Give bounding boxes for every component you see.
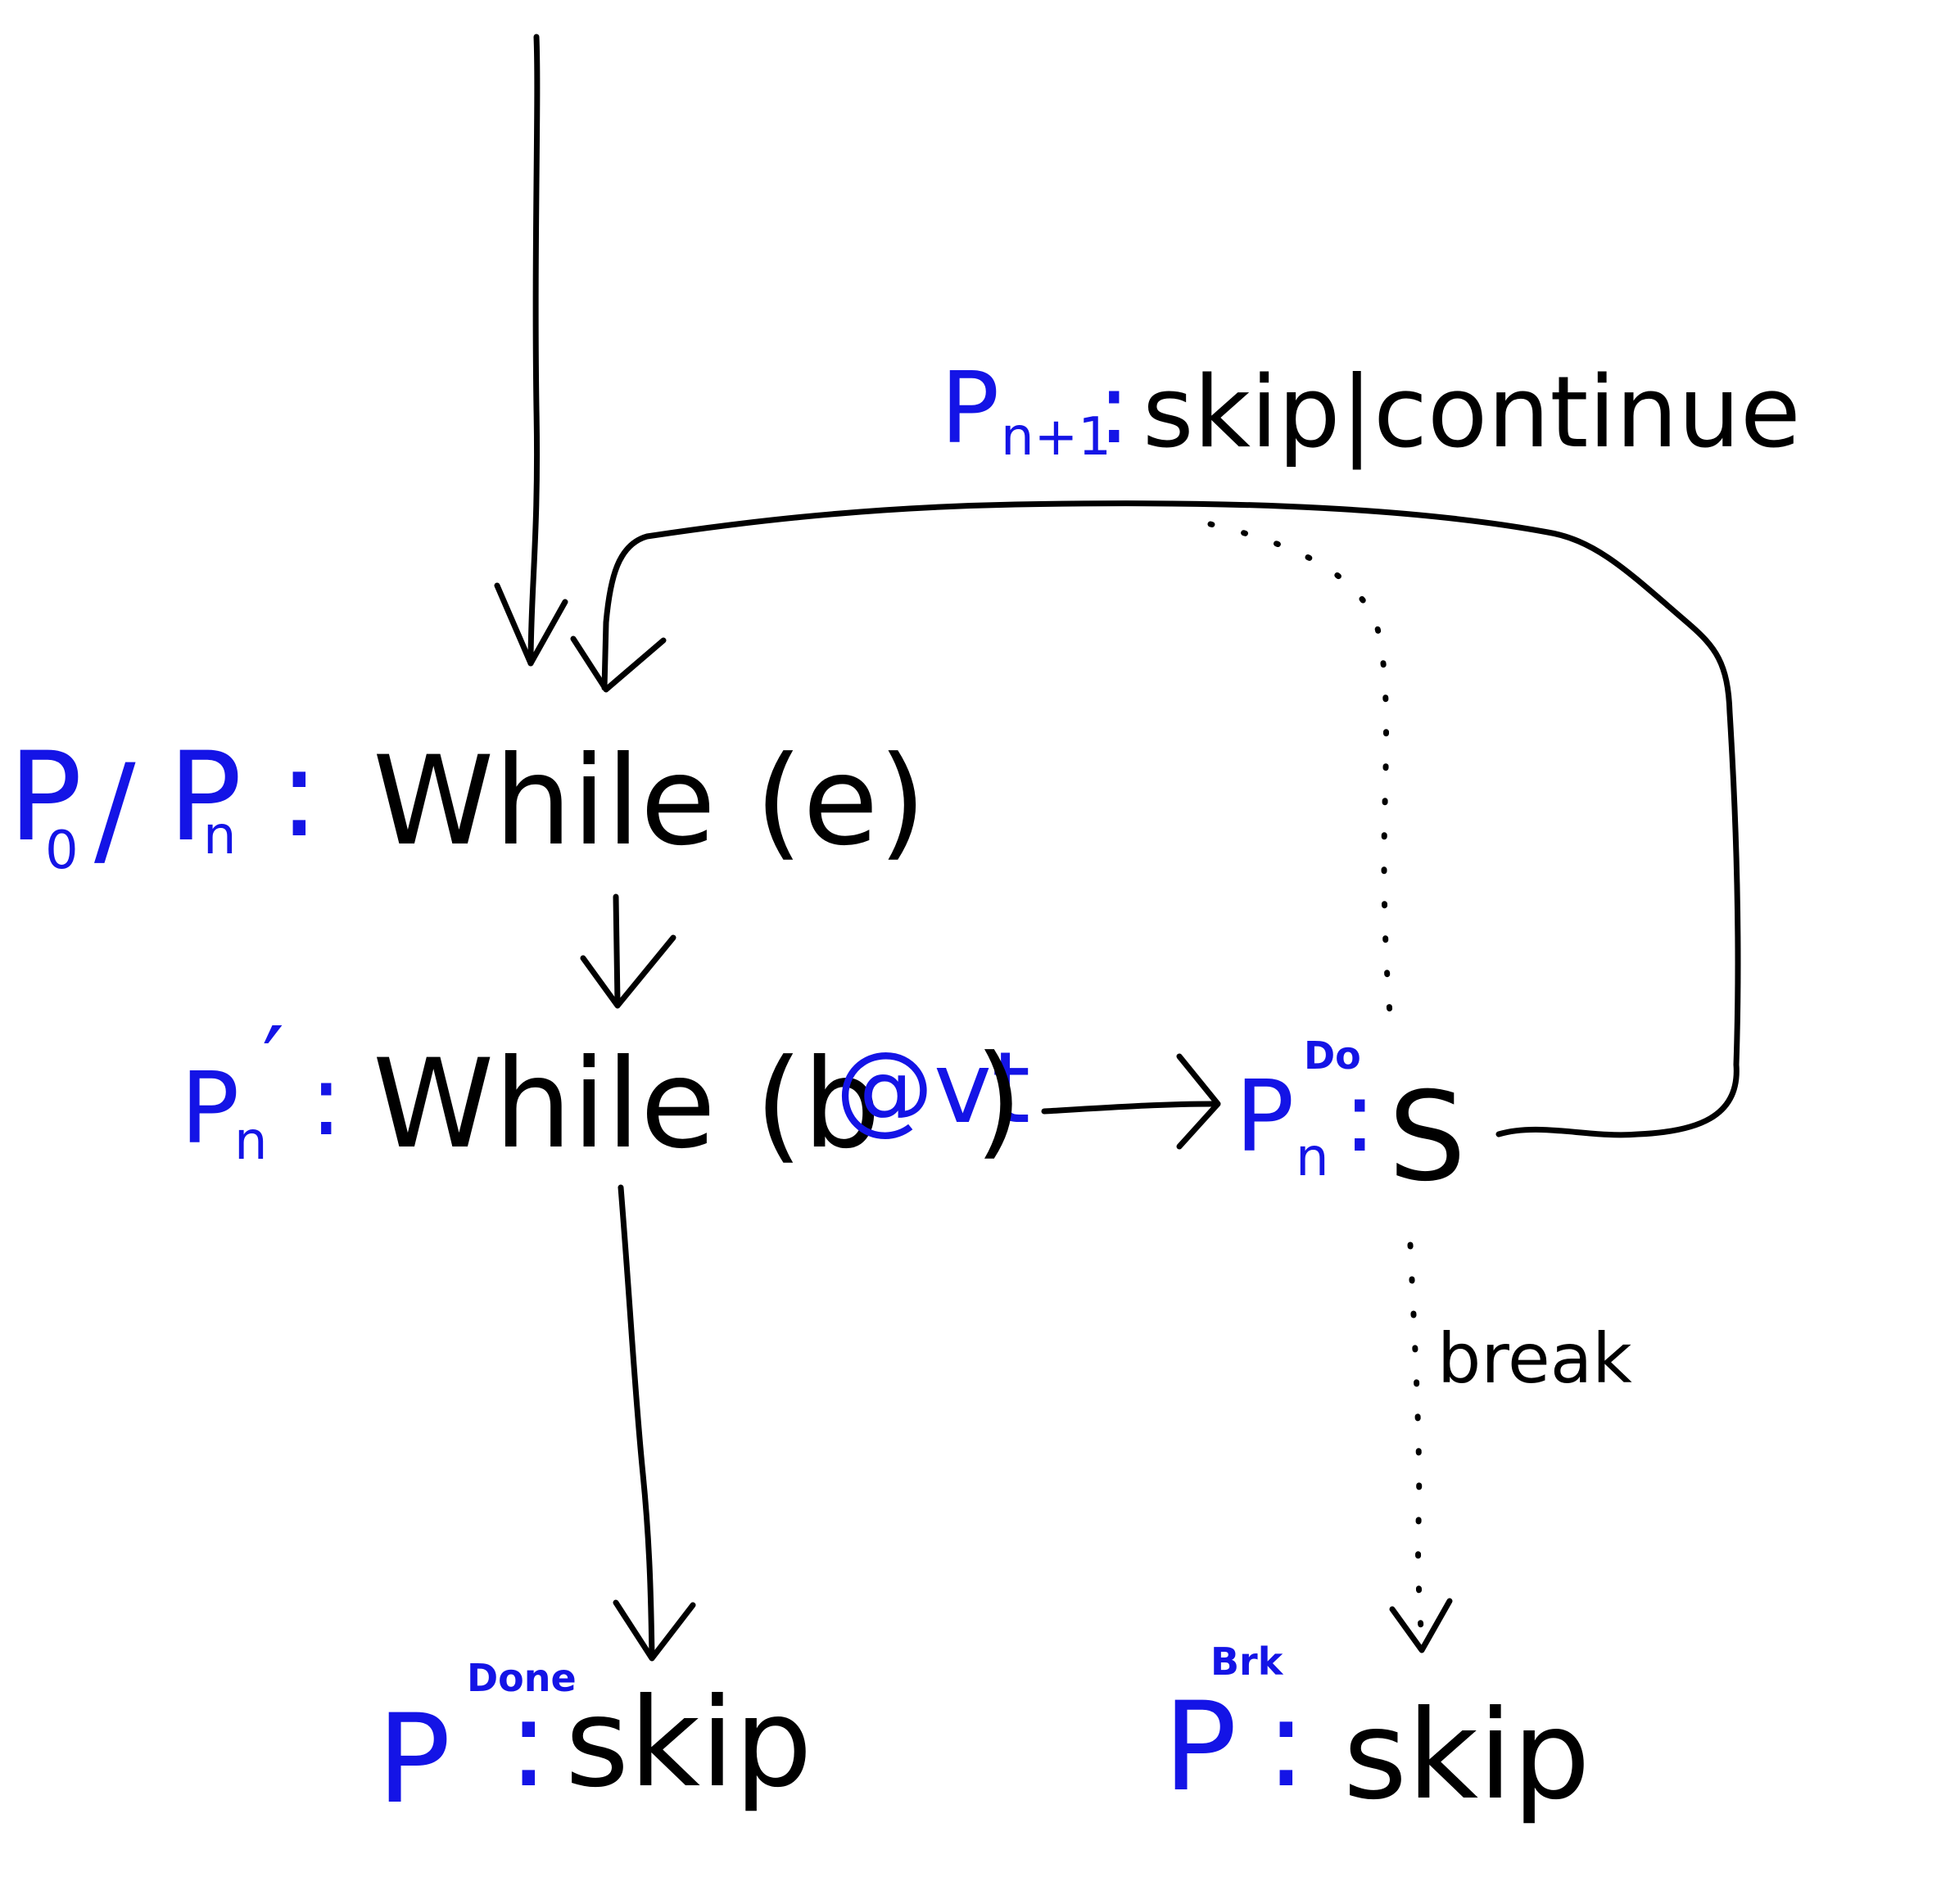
outer-while-slash: / xyxy=(94,739,136,881)
break-edge-label: break xyxy=(1437,1318,1632,1399)
done-node: P Done : skip xyxy=(377,1656,812,1831)
body-node-code: S xyxy=(1388,1066,1466,1209)
continue-node-code: skip|continue xyxy=(1142,356,1801,470)
outer-while-sub-n: n xyxy=(203,806,237,866)
entry-edge xyxy=(494,34,568,667)
inner-while-code: While (b xyxy=(373,1033,880,1176)
inner-while-node: P n ′ : While (b @vt ) xyxy=(180,1007,1030,1176)
continue-node-sub: n+1 xyxy=(1001,407,1111,468)
outer-while-p0: P xyxy=(8,726,82,869)
body-node-p: P xyxy=(1235,1061,1294,1174)
continue-node: P n+1 : skip|continue xyxy=(940,352,1801,470)
inner-while-p: P xyxy=(180,1052,239,1166)
done-node-p: P xyxy=(377,1689,450,1831)
inner-to-body-edge xyxy=(1041,1053,1221,1150)
inner-while-close-paren: ) xyxy=(975,1029,1023,1172)
inner-to-done-edge xyxy=(613,1184,696,1662)
continue-to-body-dotted-edge xyxy=(1207,521,1396,1043)
brk-node: P Brk : skip xyxy=(1163,1639,1590,1827)
loop-back-edge xyxy=(570,500,1741,1138)
brk-node-p: P xyxy=(1163,1676,1237,1819)
inner-while-annotation: @vt xyxy=(835,1032,1030,1146)
inner-while-prime: ′ xyxy=(262,1007,284,1121)
done-node-sup: Done xyxy=(467,1656,577,1700)
outer-to-inner-edge xyxy=(580,893,676,1009)
body-node-sub: n xyxy=(1296,1128,1329,1188)
brk-node-code: skip xyxy=(1343,1685,1590,1827)
continue-node-colon: : xyxy=(1097,352,1130,466)
body-node: P Do n : S xyxy=(1235,1033,1466,1209)
inner-while-sub: n xyxy=(234,1111,268,1172)
outer-while-code: While (e) xyxy=(373,730,926,873)
brk-node-sup: Brk xyxy=(1210,1639,1284,1684)
outer-while-sub-0: 0 xyxy=(45,821,79,881)
done-node-code: skip xyxy=(565,1672,812,1815)
inner-while-colon: : xyxy=(310,1044,342,1158)
body-node-sup: Do xyxy=(1304,1033,1361,1078)
continue-node-p: P xyxy=(940,352,999,466)
break-edge xyxy=(1389,1241,1453,1653)
done-node-colon: : xyxy=(508,1672,550,1815)
outer-while-pn: P xyxy=(168,726,242,869)
brk-node-colon: : xyxy=(1265,1672,1307,1815)
outer-while-colon: : xyxy=(278,722,320,865)
outer-while-node: P 0 / P n : While (e) xyxy=(8,722,926,881)
body-node-colon: : xyxy=(1343,1061,1376,1174)
